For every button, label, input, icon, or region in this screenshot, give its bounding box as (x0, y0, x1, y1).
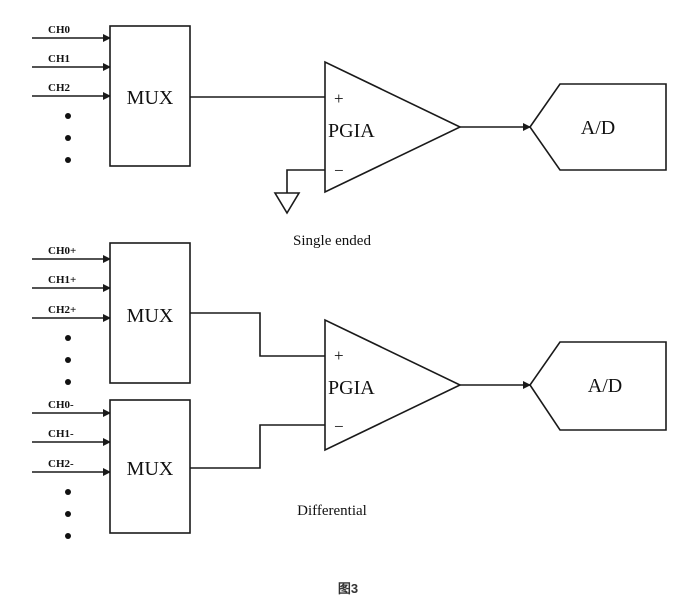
figure-caption: 图3 (338, 581, 358, 596)
ellipsis-dot (65, 533, 71, 539)
differential-diagram: CH0+ CH1+ CH2+ MUX CH0- CH1- CH2- MUX + … (32, 242, 667, 539)
mux-pos-to-pgia-wire (190, 312, 325, 357)
mux-label: MUX (127, 87, 174, 109)
single-ended-diagram: CH0 CH1 CH2 MUX + PGIA − A/D Single ende… (32, 24, 667, 249)
input-label-ch1-neg: CH1- (48, 428, 74, 440)
adc-block (529, 83, 667, 171)
ellipsis-dot (65, 379, 71, 385)
input-label-ch0-pos: CH0+ (48, 245, 76, 257)
input-label-ch1-pos: CH1+ (48, 274, 76, 286)
input-label-ch0: CH0 (48, 24, 71, 36)
pgia-label-differential: PGIA (328, 377, 375, 399)
ellipsis-dot (65, 357, 71, 363)
mux-neg-to-pgia-wire (190, 424, 325, 469)
mux-label-negative: MUX (127, 458, 174, 480)
adc-label: A/D (581, 117, 615, 139)
ground-symbol (273, 192, 301, 215)
mode-label-single-ended: Single ended (293, 233, 371, 249)
pgia-label: PGIA (328, 120, 375, 142)
ellipsis-dot (65, 489, 71, 495)
input-label-ch2: CH2 (48, 82, 71, 94)
pgia-amplifier-differential (324, 318, 462, 452)
input-label-ch1: CH1 (48, 53, 70, 65)
ellipsis-dot (65, 335, 71, 341)
ellipsis-dot (65, 157, 71, 163)
ellipsis-dot (65, 113, 71, 119)
ellipsis-dot (65, 511, 71, 517)
adc-label-differential: A/D (588, 375, 622, 397)
input-label-ch0-neg: CH0- (48, 399, 74, 411)
pgia-amplifier (324, 60, 462, 194)
mux-block-positive (109, 242, 191, 384)
adc-block-differential (529, 341, 667, 431)
mode-label-differential: Differential (297, 503, 367, 519)
pgia-minus-sign: − (334, 161, 344, 180)
mux-label-positive: MUX (127, 305, 174, 327)
mux-block (109, 25, 191, 167)
pgia-plus-sign: + (334, 346, 344, 365)
input-label-ch2-pos: CH2+ (48, 304, 76, 316)
ground-wire (286, 169, 325, 193)
mux-block-negative (109, 399, 191, 534)
input-label-ch2-neg: CH2- (48, 458, 74, 470)
pgia-plus-sign: + (334, 89, 344, 108)
pgia-minus-sign: − (334, 417, 344, 436)
ellipsis-dot (65, 135, 71, 141)
